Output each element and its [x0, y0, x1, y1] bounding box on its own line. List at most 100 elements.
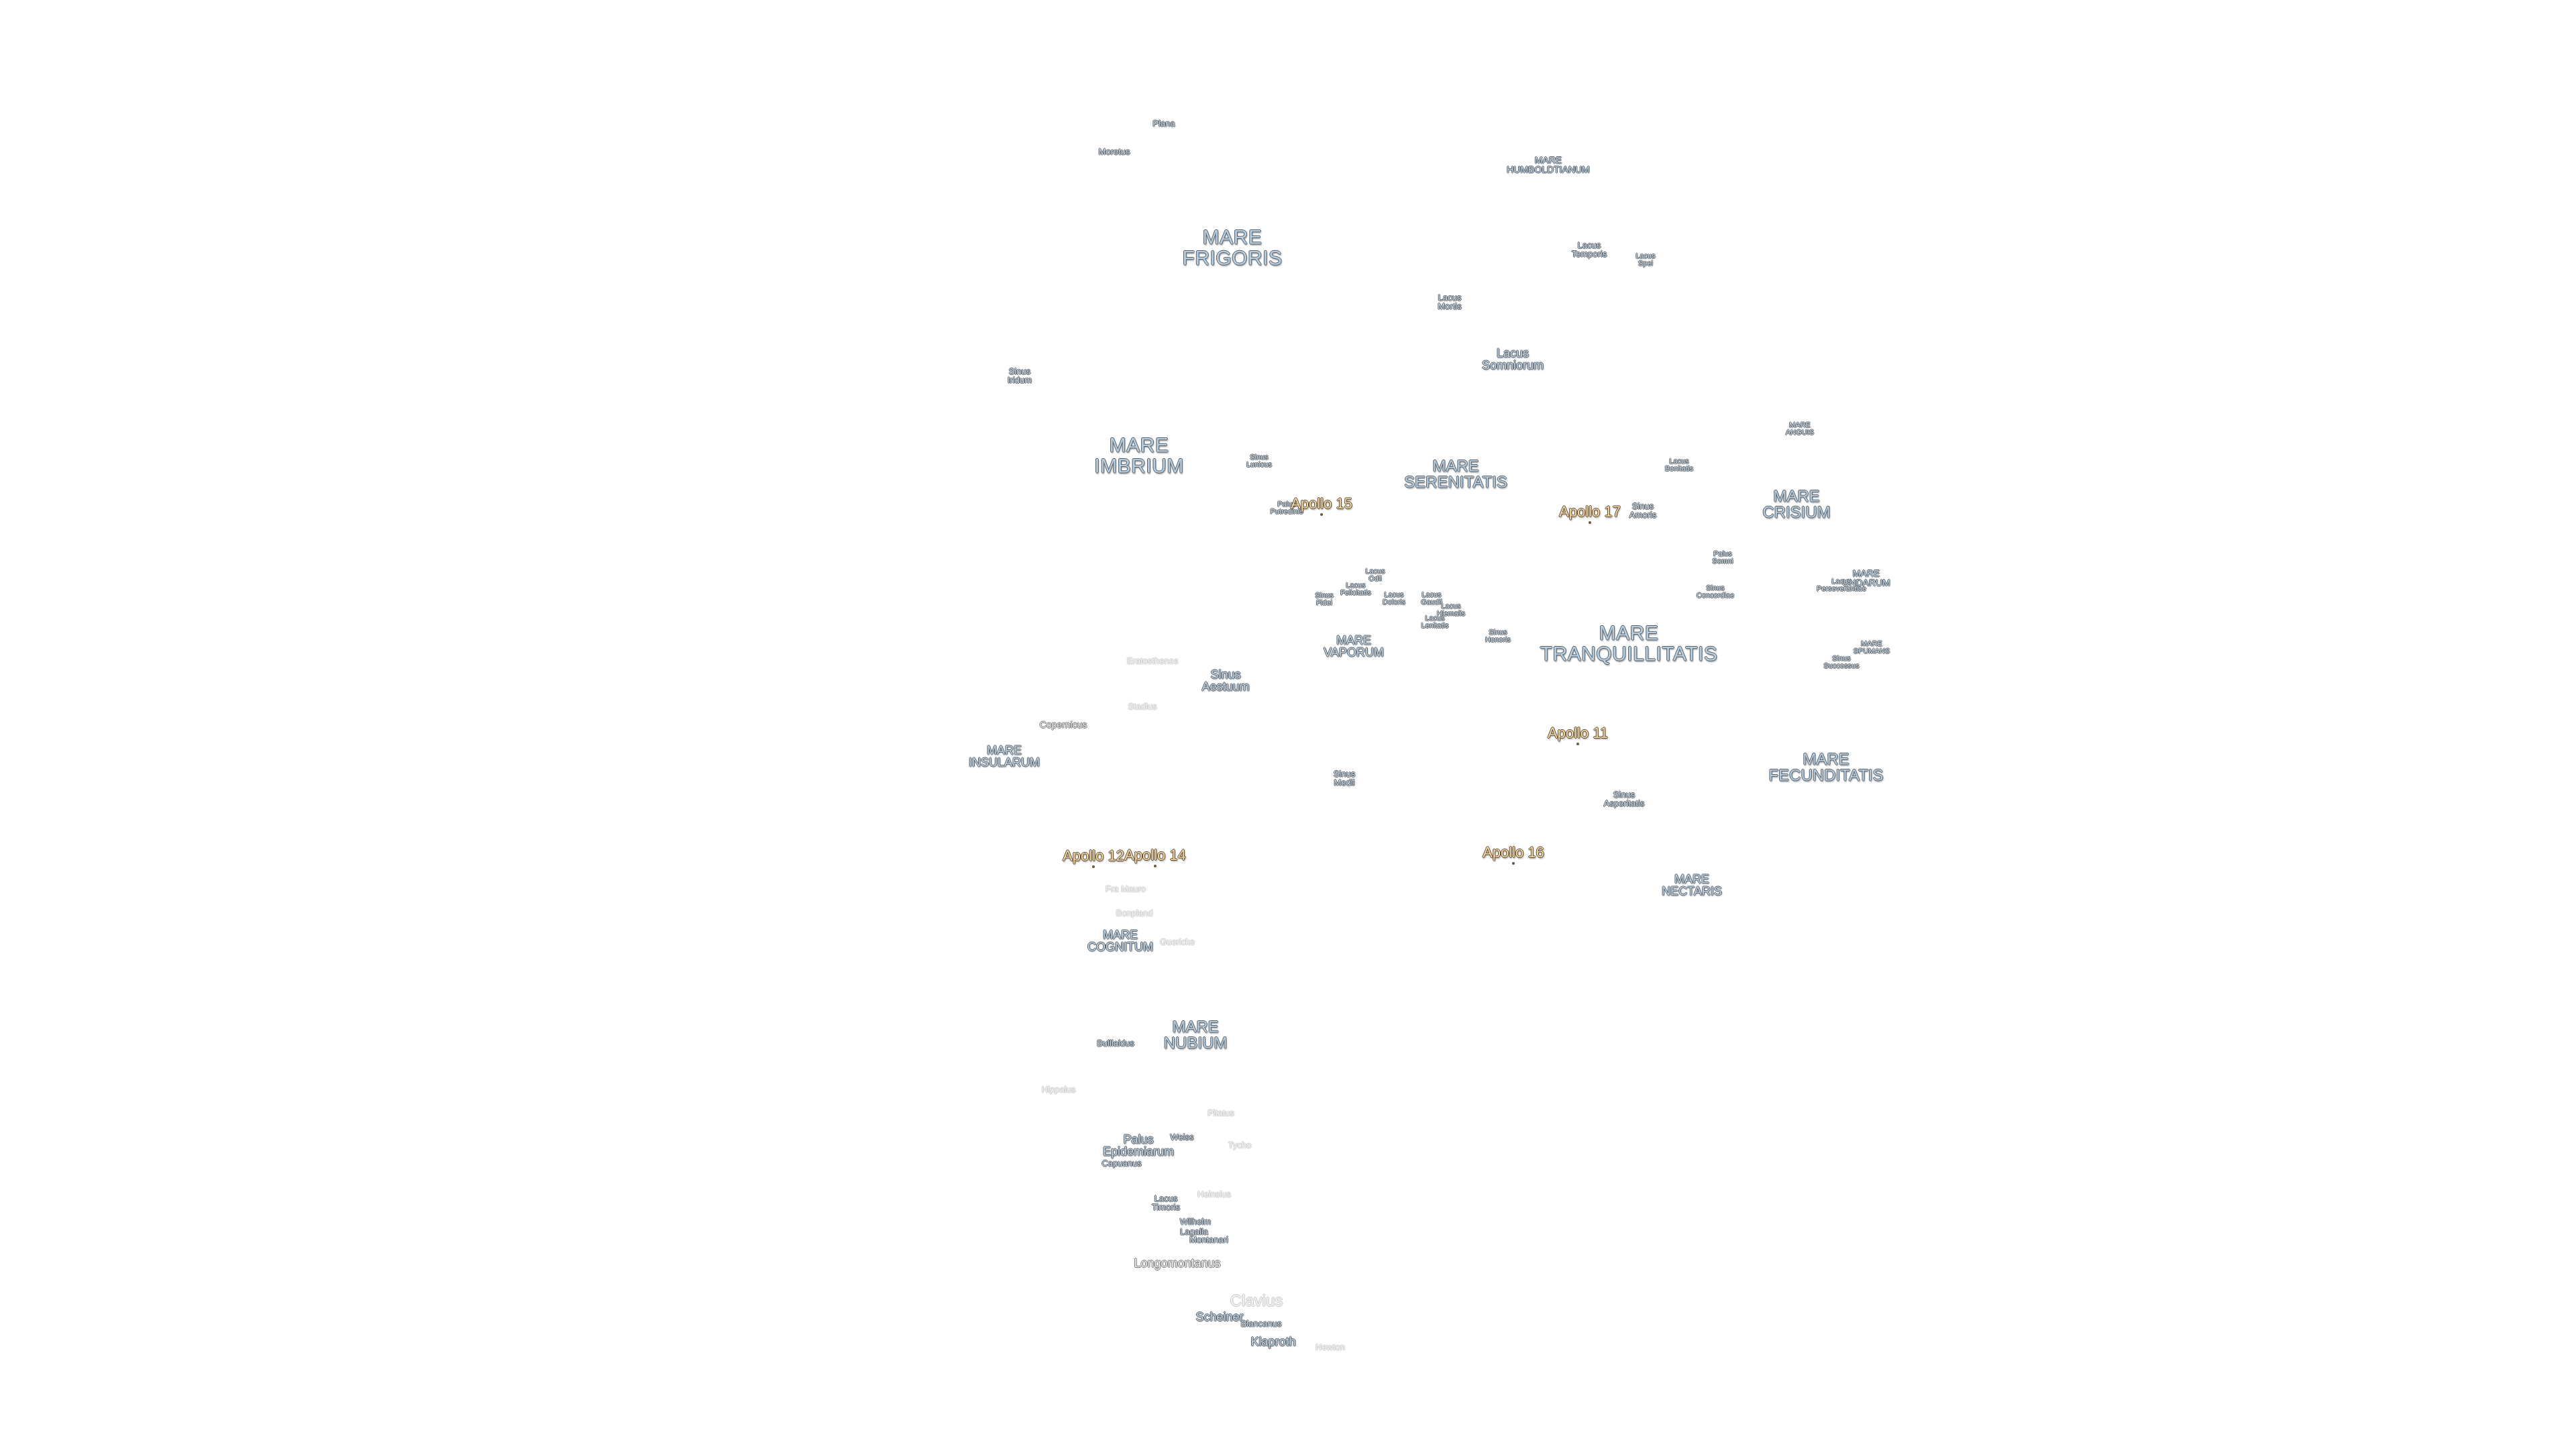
map-label-line: Lacus [1438, 292, 1462, 303]
map-label-crater-eratosthenes[interactable]: Eratosthenes [1127, 656, 1179, 665]
map-label-line: Sinus [1706, 584, 1725, 592]
map-label-crater-capuanus[interactable]: Capuanus [1102, 1159, 1141, 1168]
map-label-line: Stadius [1128, 701, 1157, 712]
map-label-line: Aestuum [1201, 680, 1250, 694]
map-label-crater-plana[interactable]: Plana [1152, 119, 1175, 128]
map-label-crater-stadius[interactable]: Stadius [1128, 701, 1157, 712]
map-label-crater-montanari[interactable]: Montanari [1189, 1235, 1228, 1244]
map-label-line: Newton [1315, 1342, 1346, 1352]
map-label-crater-tycho[interactable]: Tycho [1228, 1140, 1252, 1150]
landing-site-apollo-16[interactable]: Apollo 16 [1483, 844, 1544, 861]
map-label-crater-weiss[interactable]: Weiss [1170, 1132, 1193, 1142]
map-label-crater-bonpland[interactable]: Bonpland [1116, 908, 1153, 918]
map-label-crater-guericke[interactable]: Guericke [1160, 937, 1195, 947]
map-label-line: Fidei [1316, 599, 1332, 607]
map-label-crater-moretus[interactable]: Moretus [1099, 147, 1130, 156]
map-label-line: Lacus [1669, 457, 1689, 466]
map-label-line: Lacus [1425, 614, 1445, 623]
map-label-crater-pitatus[interactable]: Pitatus [1208, 1108, 1234, 1118]
map-label-crater-lagalla[interactable]: Lagalla [1180, 1227, 1208, 1236]
map-label-crater-clavius[interactable]: Clavius [1230, 1293, 1283, 1309]
map-label-crater-newton[interactable]: Newton [1315, 1342, 1346, 1352]
map-label-line: Sinus [1832, 654, 1851, 663]
map-label-line: Perseverantiae [1817, 585, 1866, 593]
map-label-crater-hippalus[interactable]: Hippalus [1042, 1085, 1076, 1094]
map-label-crater-blancanus[interactable]: Blancanus [1241, 1319, 1282, 1328]
map-label-line: INSULARUM [968, 756, 1040, 769]
map-label-line: Lacus [1154, 1193, 1178, 1203]
map-label-crater-klaproth[interactable]: Klaproth [1250, 1335, 1295, 1348]
map-label-crater-longomontanus[interactable]: Longomontanus [1134, 1256, 1220, 1269]
map-label-line: Moretus [1098, 146, 1130, 157]
map-label-crater-fra-mauro[interactable]: Fra Mauro [1106, 883, 1146, 894]
landing-site-apollo-11[interactable]: Apollo 11 [1547, 724, 1609, 741]
map-label-line: MARE [1852, 568, 1880, 579]
map-label-line: Fra Mauro [1106, 883, 1146, 894]
map-label-line: MARE [1599, 622, 1659, 645]
map-label-crater-scheiner[interactable]: Scheiner [1195, 1310, 1243, 1323]
map-label-crater-copernicus[interactable]: Copernicus [1040, 720, 1087, 730]
map-label-line: Bullialdus [1097, 1038, 1134, 1049]
map-label-line: Palus [1277, 500, 1296, 508]
map-label-line: Eratosthenes [1126, 655, 1179, 666]
map-label-line: Sinus [1613, 789, 1635, 800]
map-label-crater-heinsius[interactable]: Heinsius [1197, 1189, 1231, 1199]
landing-site-apollo-15[interactable]: Apollo 15 [1291, 495, 1352, 512]
landing-site-apollo-17[interactable]: Apollo 17 [1559, 503, 1621, 520]
map-label-line: Hiemalis [1436, 610, 1466, 618]
map-label-line: FECUNDITATIS [1768, 767, 1884, 785]
map-label-crater-wilhelm[interactable]: Wilhelm [1180, 1217, 1211, 1226]
map-label-line: Wilhelm [1179, 1216, 1212, 1227]
map-label-line: Felicitatis [1340, 589, 1371, 597]
map-label-line: Lacus [1496, 346, 1529, 360]
map-label-line: Lacus [1441, 602, 1461, 610]
map-label-crater-bullialdus[interactable]: Bullialdus [1097, 1038, 1134, 1049]
landing-site-apollo-12[interactable]: Apollo 12 [1063, 847, 1124, 864]
map-label-line: Somni [1712, 557, 1733, 566]
landing-site-apollo-14[interactable]: Apollo 14 [1124, 847, 1186, 863]
map-label-line: Lacus [1346, 581, 1366, 590]
